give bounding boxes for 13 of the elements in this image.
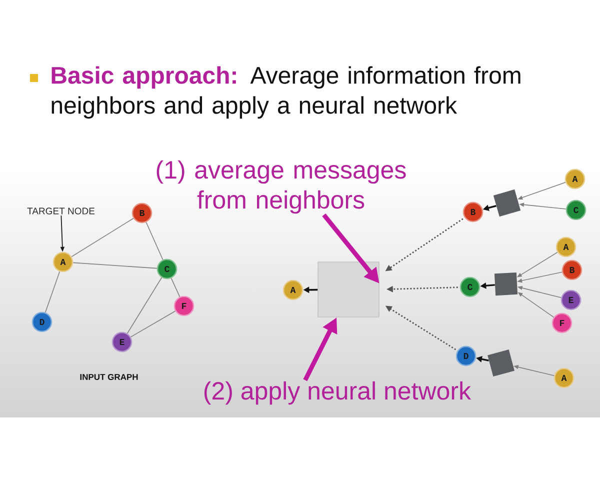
edge-line	[170, 278, 180, 298]
edge-line	[146, 222, 164, 260]
edge-line	[130, 310, 176, 338]
annotation-text: (1) average messages from neighbors	[156, 160, 406, 214]
edge-line	[44, 271, 60, 313]
edge-line	[72, 262, 158, 269]
annotation-text: (2) apply neural network	[204, 381, 472, 405]
square-box	[318, 262, 380, 318]
annotation-label: TARGET NODE	[27, 208, 95, 214]
title-text: Basic approach: Average information from neighbors and apply a neural network	[52, 66, 520, 119]
edge-line	[71, 218, 134, 258]
graph-caption: INPUT GRAPH	[80, 374, 138, 380]
edge-line	[126, 277, 162, 334]
